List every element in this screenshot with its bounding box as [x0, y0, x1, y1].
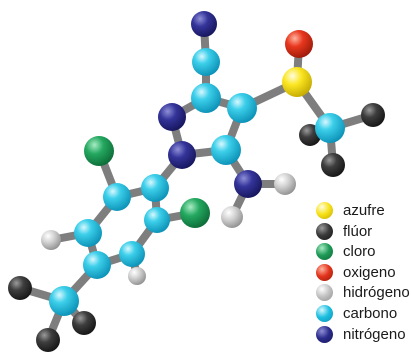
carbon-atom [119, 241, 145, 267]
legend-item-fluorine: flúor [316, 222, 412, 244]
legend-item-chlorine: cloro [316, 243, 412, 264]
fluorine-atom [361, 103, 385, 127]
carbon-atom [211, 135, 241, 165]
hydrogen-atom [128, 267, 146, 285]
fluorine-swatch-icon [316, 222, 333, 240]
nitrogen-atom [168, 141, 196, 169]
carbon-atom [144, 207, 170, 233]
chlorine-atom [84, 136, 114, 166]
chlorine-swatch-icon [316, 243, 333, 261]
carbon-atom [49, 286, 79, 316]
atoms-layer [8, 11, 385, 352]
fluorine-atom [72, 311, 96, 335]
fluorine-atom [36, 328, 60, 352]
carbon-atom [227, 93, 257, 123]
hydrogen-atom [274, 173, 296, 195]
legend-label: oxigeno [343, 263, 396, 281]
carbon-atom [191, 83, 221, 113]
hydrogen-swatch-icon [316, 284, 333, 302]
legend-item-nitrogen: nitrógeno [316, 325, 412, 347]
oxygen-swatch-icon [316, 263, 333, 281]
nitrogen-atom [158, 103, 186, 131]
carbon-atom [315, 113, 345, 143]
legend-label: hidrógeno [343, 284, 410, 302]
legend-label: azufre [343, 202, 385, 219]
sulfur-swatch-icon [316, 202, 333, 219]
carbon-swatch-icon [316, 304, 333, 322]
legend-label: carbono [343, 304, 398, 322]
legend-item-carbon: carbono [316, 304, 412, 326]
hydrogen-atom [41, 230, 61, 250]
carbon-atom [74, 219, 102, 247]
carbon-atom [103, 183, 131, 211]
legend-label: nitrógeno [343, 325, 406, 343]
hydrogen-atom [221, 206, 243, 228]
nitrogen-atom [191, 11, 217, 37]
carbon-atom [83, 251, 111, 279]
nitrogen-swatch-icon [316, 325, 333, 343]
legend-item-oxygen: oxigeno [316, 263, 412, 285]
legend-label: flúor [343, 222, 373, 240]
legend-label: cloro [343, 243, 376, 261]
oxygen-atom [285, 30, 313, 58]
legend-item-hydrogen: hidrógeno [316, 284, 412, 305]
legend: azufre flúor cloro oxigeno hidrógeno car… [316, 202, 412, 346]
legend-item-sulfur: azufre [316, 202, 412, 223]
fluorine-atom [8, 276, 32, 300]
chlorine-atom [180, 198, 210, 228]
nitrogen-atom [234, 170, 262, 198]
fluorine-atom [321, 153, 345, 177]
carbon-atom [141, 174, 169, 202]
carbon-atom [192, 48, 220, 76]
sulfur-atom [282, 67, 312, 97]
